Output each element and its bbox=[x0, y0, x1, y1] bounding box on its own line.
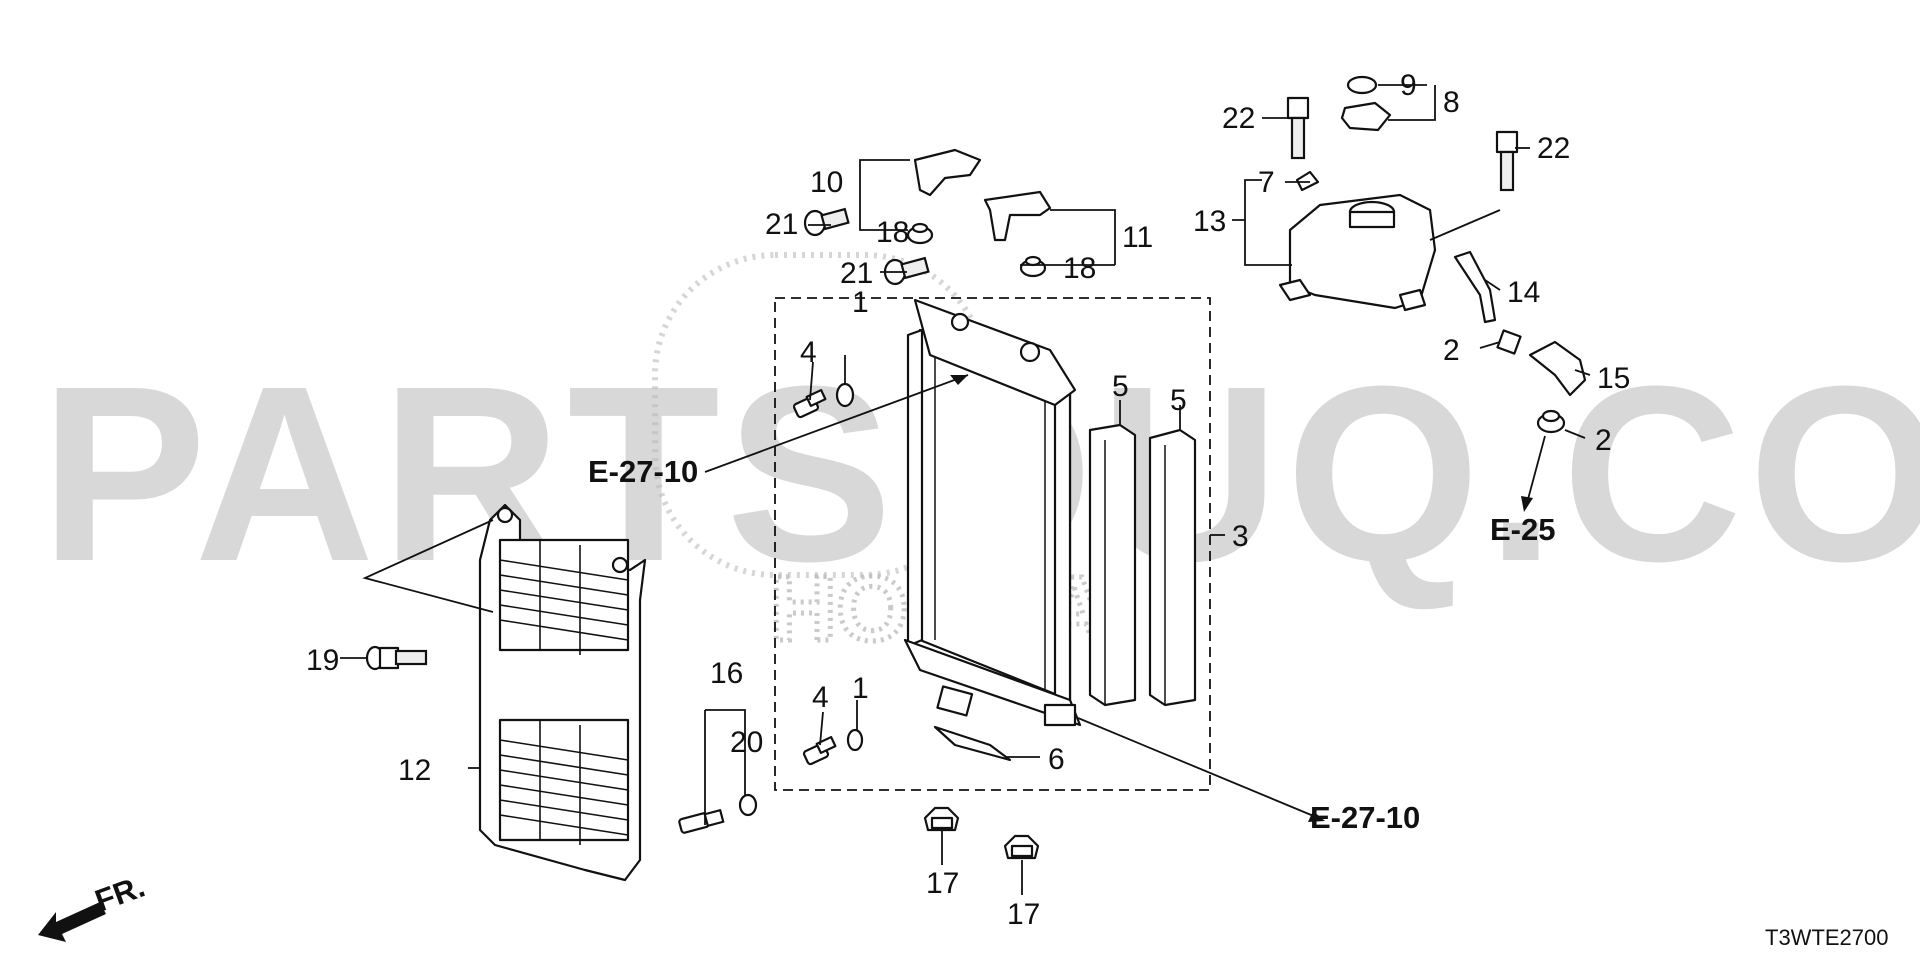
callout-1-upper[interactable]: 1 bbox=[852, 286, 869, 319]
clamp-2-upper bbox=[1496, 329, 1522, 355]
callout-7[interactable]: 7 bbox=[1258, 166, 1275, 199]
hose-15 bbox=[1528, 340, 1587, 397]
callout-3[interactable]: 3 bbox=[1232, 520, 1249, 553]
mount-17-left bbox=[923, 806, 960, 832]
foam-strip-left bbox=[1088, 423, 1137, 707]
callout-18-lower[interactable]: 18 bbox=[1063, 252, 1096, 285]
ref-e-27-10-lower[interactable]: E-27-10 bbox=[1310, 800, 1420, 835]
reservoir-tank bbox=[1278, 193, 1437, 312]
o-ring-lower bbox=[846, 728, 864, 752]
ref-e-27-10-upper[interactable]: E-27-10 bbox=[588, 454, 698, 489]
foam-strip-right bbox=[1148, 428, 1197, 707]
foam-seal-6 bbox=[933, 725, 1012, 762]
clamp-2-lower bbox=[1536, 409, 1566, 434]
diagram-code: T3WTE2700 bbox=[1765, 925, 1889, 950]
grommet-18-upper bbox=[906, 222, 934, 245]
callout-labels: 1 1 2 2 3 4 4 5 5 6 7 8 9 10 11 12 13 14… bbox=[306, 69, 1630, 931]
callout-9[interactable]: 9 bbox=[1400, 69, 1417, 102]
ref-arrows bbox=[704, 374, 1546, 822]
callout-10[interactable]: 10 bbox=[810, 166, 843, 199]
callout-21-lower[interactable]: 21 bbox=[840, 257, 873, 290]
callout-18-upper[interactable]: 18 bbox=[876, 216, 909, 249]
drain-plug-upper bbox=[792, 388, 827, 419]
callout-4-upper[interactable]: 4 bbox=[800, 336, 817, 369]
callout-22-left[interactable]: 22 bbox=[1222, 102, 1255, 135]
callout-2-lower[interactable]: 2 bbox=[1595, 424, 1612, 457]
washer-20 bbox=[738, 793, 758, 817]
leader-lines bbox=[340, 84, 1591, 895]
bracket-10 bbox=[913, 148, 982, 197]
bolt-19 bbox=[365, 645, 428, 671]
sensor-16 bbox=[678, 809, 725, 834]
fan-shroud bbox=[478, 503, 647, 882]
mount-17-right bbox=[1003, 834, 1040, 860]
callout-21-upper[interactable]: 21 bbox=[765, 208, 798, 241]
front-arrow-icon bbox=[38, 902, 106, 942]
watermark-logo bbox=[652, 252, 988, 578]
callout-16[interactable]: 16 bbox=[710, 657, 743, 690]
callout-11[interactable]: 11 bbox=[1122, 221, 1153, 254]
bolt-22-left bbox=[1286, 96, 1310, 160]
callout-20[interactable]: 20 bbox=[730, 726, 763, 759]
hose-14 bbox=[1453, 250, 1497, 324]
bolt-21-upper bbox=[803, 207, 850, 237]
callout-22-right[interactable]: 22 bbox=[1537, 132, 1570, 165]
callout-19[interactable]: 19 bbox=[306, 644, 339, 677]
bracket-11 bbox=[983, 190, 1052, 242]
seal-9 bbox=[1346, 75, 1378, 95]
callout-5-right[interactable]: 5 bbox=[1170, 384, 1187, 417]
callout-8[interactable]: 8 bbox=[1443, 86, 1460, 119]
front-marker-label: FR. bbox=[90, 869, 149, 919]
callout-15[interactable]: 15 bbox=[1597, 362, 1630, 395]
callout-13[interactable]: 13 bbox=[1193, 205, 1226, 238]
bolt-21-lower bbox=[883, 256, 930, 286]
callout-6[interactable]: 6 bbox=[1048, 743, 1065, 776]
cap-8 bbox=[1340, 101, 1392, 132]
bolt-22-right bbox=[1495, 130, 1519, 192]
ref-e-25[interactable]: E-25 bbox=[1490, 512, 1555, 547]
callout-1-lower[interactable]: 1 bbox=[852, 672, 869, 705]
callout-2-upper[interactable]: 2 bbox=[1443, 334, 1460, 367]
callout-5-left[interactable]: 5 bbox=[1112, 370, 1129, 403]
callout-12[interactable]: 12 bbox=[398, 754, 431, 787]
callout-17-left[interactable]: 17 bbox=[926, 867, 959, 900]
callout-14[interactable]: 14 bbox=[1507, 276, 1540, 309]
callout-4-lower[interactable]: 4 bbox=[812, 681, 829, 714]
radiator-assembly-box bbox=[774, 297, 1211, 791]
o-ring-upper bbox=[835, 382, 855, 408]
gasket-7 bbox=[1295, 170, 1320, 192]
radiator-core bbox=[903, 298, 1082, 727]
callout-17-right[interactable]: 17 bbox=[1007, 898, 1040, 931]
grommet-18-lower bbox=[1019, 255, 1047, 278]
drain-plug-lower bbox=[802, 735, 837, 766]
